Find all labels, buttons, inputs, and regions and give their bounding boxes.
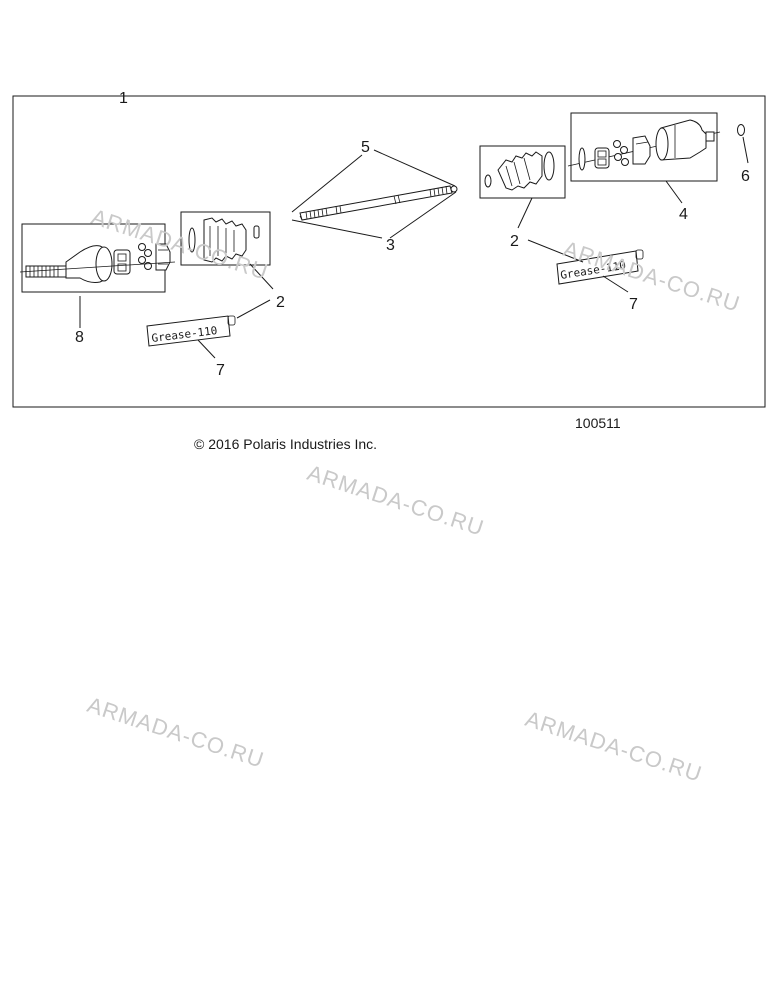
- leader-5-left: [291, 154, 363, 213]
- leader-2-right: [517, 197, 533, 229]
- callout-2-right: 2: [510, 233, 519, 250]
- leader-7a-to-2: [236, 299, 271, 319]
- callout-8: 8: [75, 329, 84, 346]
- diagram-frame: [12, 95, 766, 408]
- callout-4: 4: [679, 206, 688, 223]
- part-7-grease-pack-right: Grease-110: [556, 249, 644, 285]
- diagram-number: 100511: [575, 415, 621, 431]
- part-4-cv-joint-inboard: [567, 112, 721, 182]
- part-6-circlip: [737, 124, 745, 136]
- callout-2-left: 2: [276, 294, 285, 311]
- callout-5: 5: [361, 139, 370, 156]
- leader-7-right: [602, 275, 629, 293]
- leader-3-right: [389, 191, 457, 239]
- copyright-notice: © 2016 Polaris Industries Inc.: [194, 436, 378, 452]
- leader-7-left: [197, 339, 216, 359]
- leader-5-right: [373, 149, 456, 187]
- callout-7-left: 7: [216, 362, 225, 379]
- callout-7-right: 7: [629, 296, 638, 313]
- part-2-boot-kit-left: [180, 211, 271, 266]
- leader-6: [742, 136, 749, 164]
- part-8-cv-joint-outboard: [19, 223, 176, 293]
- callout-6: 6: [741, 168, 750, 185]
- leader-2-to-7-right: [527, 239, 584, 263]
- leader-2-left: [249, 263, 274, 290]
- part-7-grease-pack-left: Grease-110: [146, 315, 236, 347]
- part-2-boot-kit-right: [479, 145, 566, 199]
- leader-4: [665, 180, 683, 204]
- callout-1: 1: [119, 90, 128, 107]
- part-3-axle-shaft: [299, 185, 458, 221]
- leader-3-left: [291, 219, 383, 239]
- callout-3: 3: [386, 237, 395, 254]
